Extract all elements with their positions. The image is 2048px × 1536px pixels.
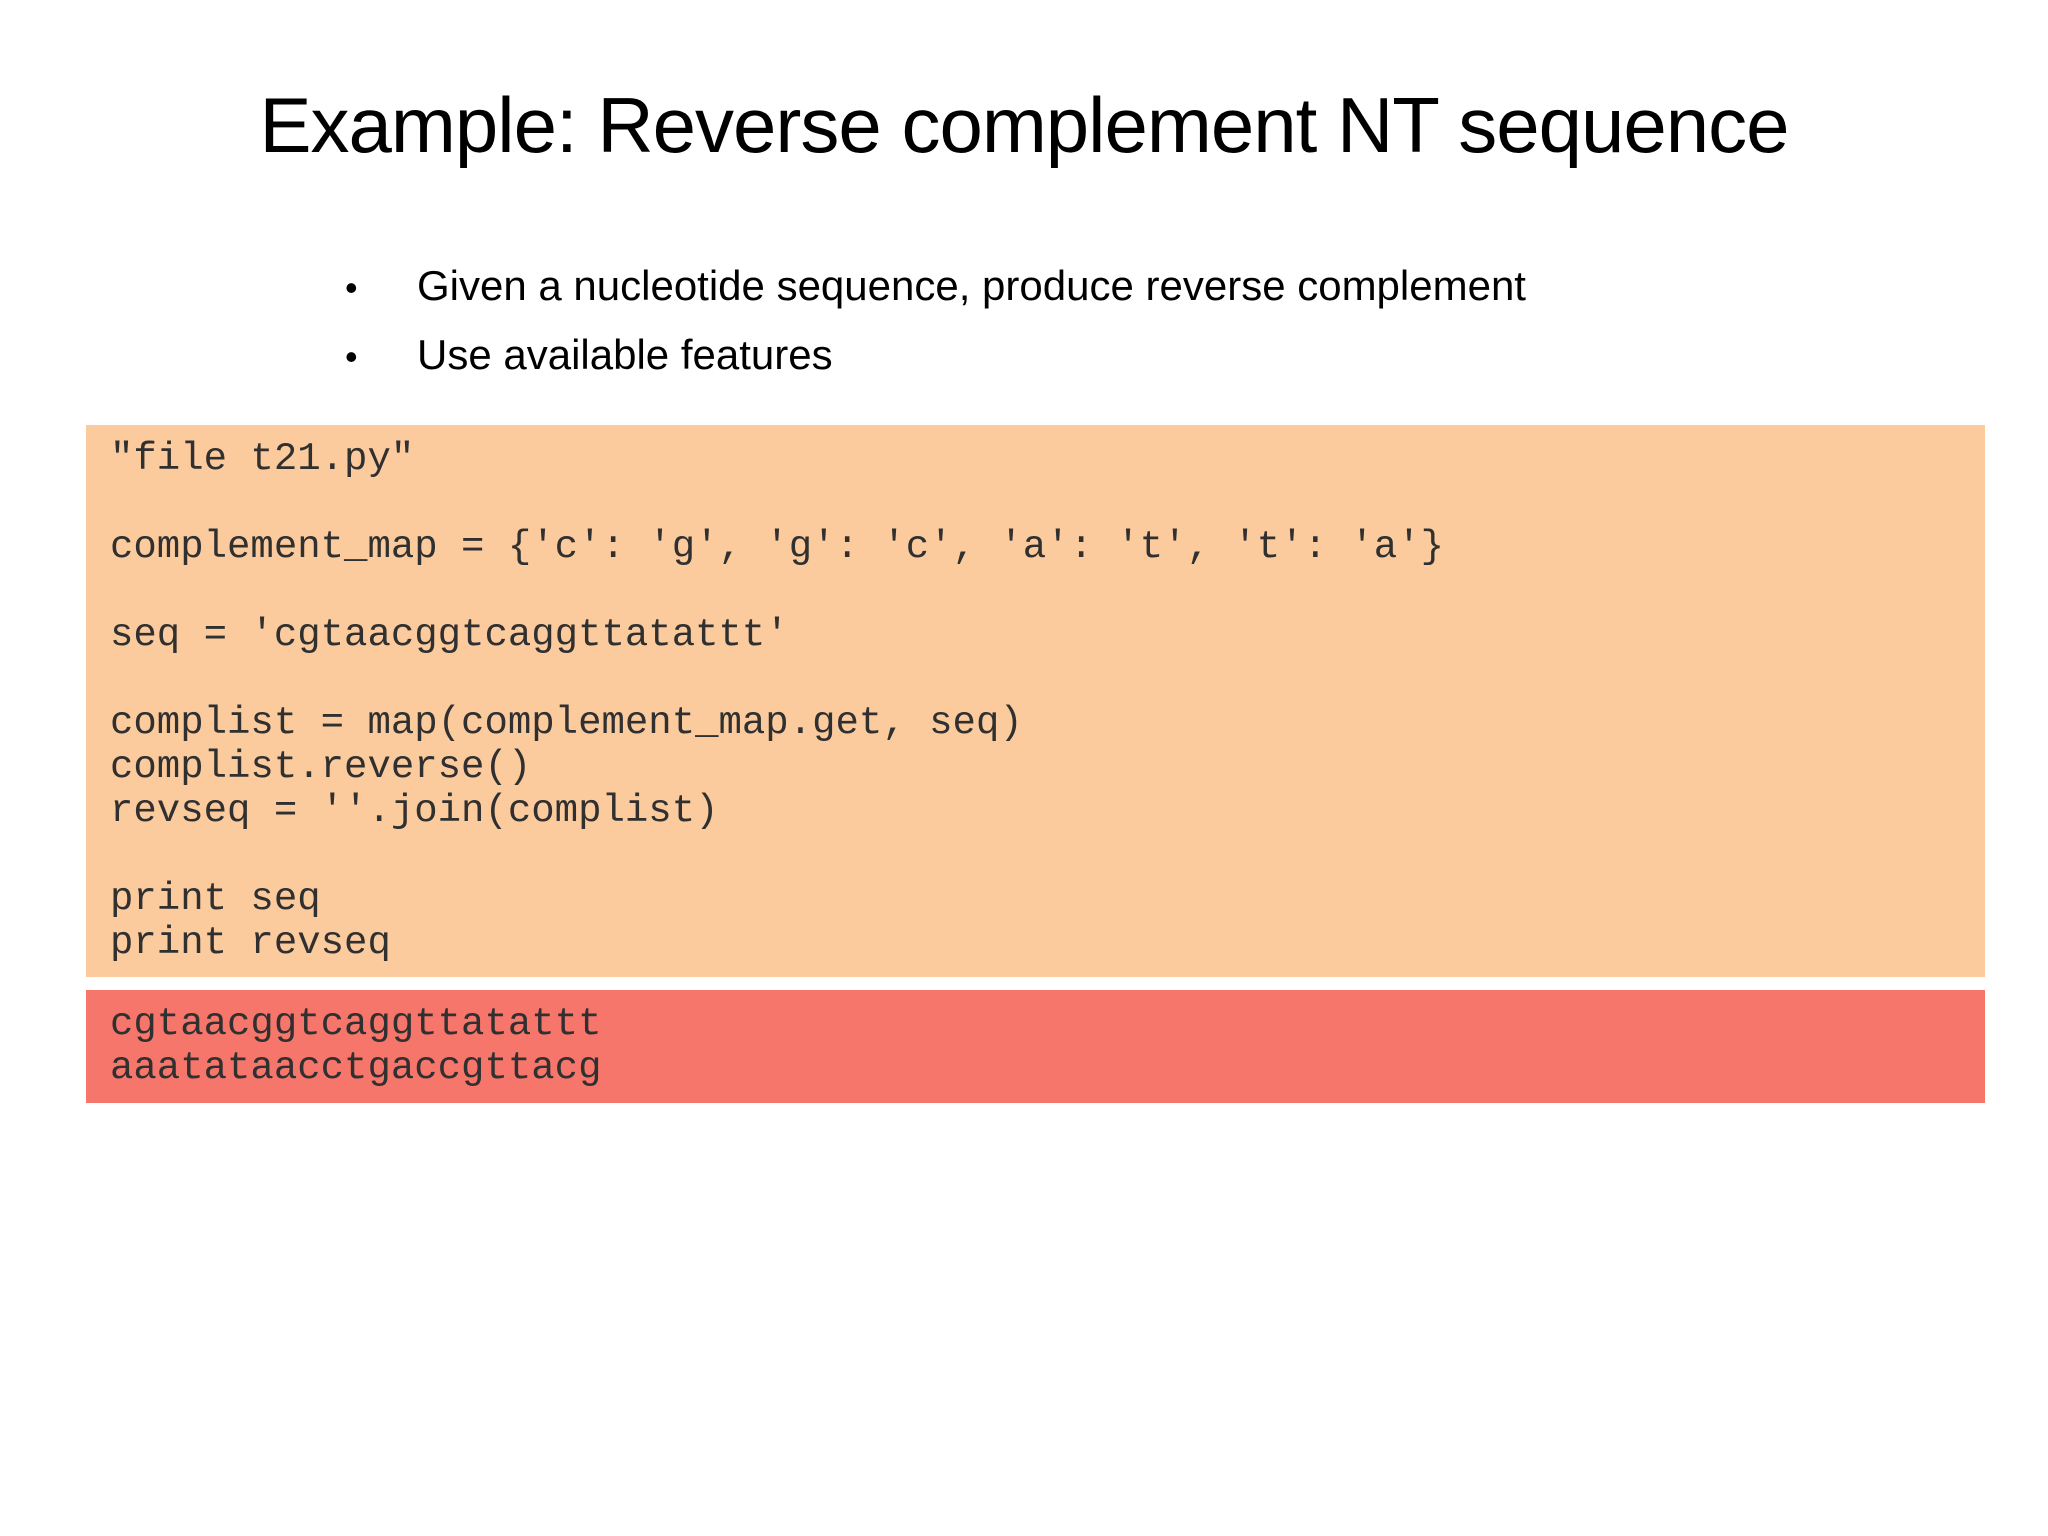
bullet-marker-icon: • [345,267,358,308]
bullet-text: Use available features [417,331,833,378]
bullet-item: • Use available features [345,321,1526,390]
program-output-block: cgtaacggtcaggttatattt aaatataacctgaccgtt… [86,990,1985,1103]
bullet-marker-icon: • [345,336,358,377]
bullet-item: • Given a nucleotide sequence, produce r… [345,252,1526,321]
slide-title: Example: Reverse complement NT sequence [259,81,1790,169]
code-block: "file t21.py" complement_map = {'c': 'g'… [86,425,1985,977]
bullet-text: Given a nucleotide sequence, produce rev… [417,262,1526,309]
bullet-list: • Given a nucleotide sequence, produce r… [345,252,1526,390]
